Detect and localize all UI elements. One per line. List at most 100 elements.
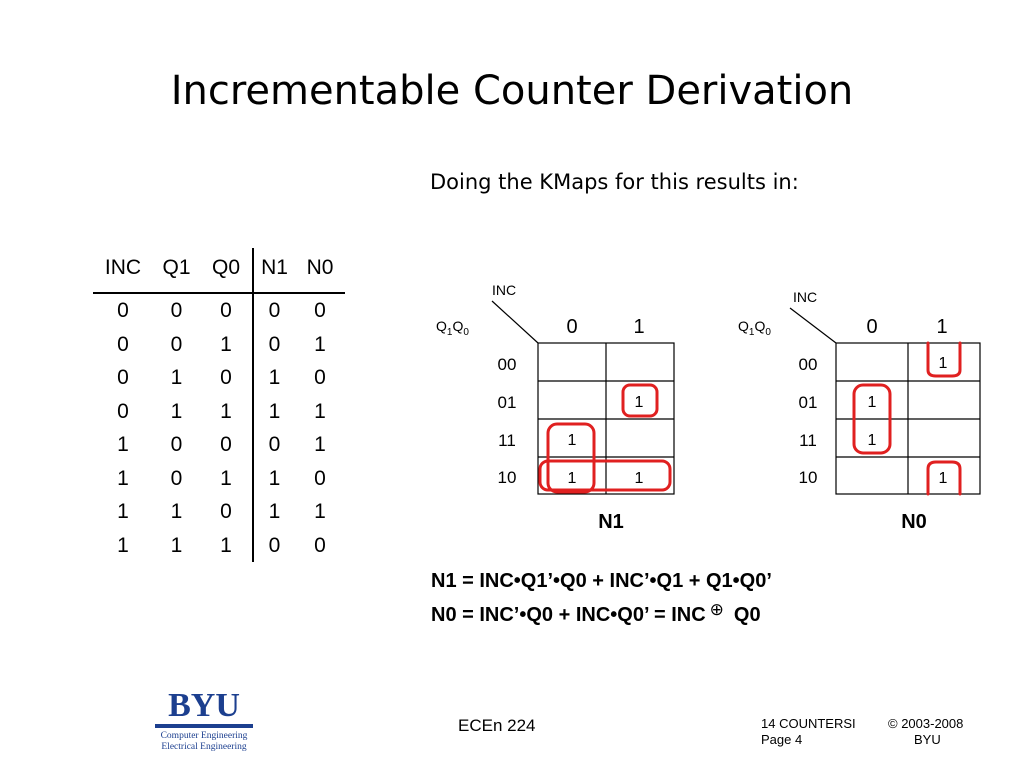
truth-table-cell: 0 [314, 533, 326, 557]
truth-table-cell: 1 [170, 399, 183, 423]
truth-table-header: N0 [295, 248, 345, 294]
kmap-n1-row-label: 10 [498, 468, 517, 487]
kmap-n1-cell: 1 [635, 394, 644, 411]
truth-table-cell: 1 [170, 533, 183, 557]
kmap-n0-col-label: 1 [936, 316, 947, 338]
kmap-n1-loops [538, 383, 672, 494]
equation-n1: N1 = INC•Q1’•Q0 + INC’•Q1 + Q1•Q0’ [431, 570, 772, 592]
page-number: Page 4 [761, 732, 803, 747]
truth-table-cell: 0 [170, 332, 183, 356]
logo-bar [155, 724, 253, 728]
truth-table-cell: 0 [170, 299, 183, 322]
truth-table-cell: 1 [200, 528, 254, 562]
kmap-n0-loop [926, 341, 962, 378]
kmap-n1-cell: 1 [635, 470, 644, 487]
truth-table-cell: 1 [117, 533, 129, 557]
truth-table-cell: 0 [200, 293, 254, 328]
kmap-n0-loops [852, 341, 962, 496]
kmap-n0-loop [852, 383, 892, 455]
kmap-n1-row-label: 11 [498, 431, 516, 450]
logo-text: BYU [168, 687, 240, 724]
truth-table-cell: 0 [117, 299, 129, 322]
kmap-n0-col-label: 0 [866, 316, 877, 338]
kmap-n1-content: INC Q1Q0 0 1 00 01 11 10 1 1 1 1 N1 [436, 282, 675, 533]
truth-table-cell: 1 [314, 433, 326, 456]
truth-table-cell: 1 [200, 394, 254, 428]
kmap-n0-loop [926, 460, 962, 496]
truth-table-cell: 1 [117, 466, 129, 490]
kmap-n0-cell: 1 [939, 470, 948, 487]
truth-table-cell: 1 [200, 327, 254, 361]
truth-table-header: INC [93, 248, 153, 294]
lecture-label: 14 COUNTERSI [761, 716, 856, 731]
truth-table-cell: 0 [314, 466, 326, 490]
equation-n0-suffix: Q0 [733, 604, 761, 626]
kmap-n1-corner-line [491, 300, 539, 344]
kmap-n0-cell: 1 [939, 355, 948, 372]
truth-table-cell: 0 [200, 361, 254, 395]
truth-table-cell: 1 [314, 399, 326, 423]
truth-table-cell: 1 [117, 500, 129, 523]
truth-table-cell: 0 [268, 433, 281, 456]
kmap-n1-cell: 1 [568, 432, 577, 449]
truth-table-cell: 0 [170, 433, 183, 456]
kmap-n1-col-var: INC [492, 282, 516, 298]
truth-table-cell: 1 [268, 366, 281, 389]
kmap-n0-grid [835, 342, 981, 495]
truth-table-header-row: INC Q1 Q0 N1 N0 [93, 248, 345, 294]
kmap-n0-row-label: 10 [799, 468, 818, 487]
kmap-n0-row-var: Q1Q0 [738, 318, 771, 338]
kmap-n1-row-label: 00 [498, 355, 517, 374]
kmap-n0-corner-line [789, 307, 837, 344]
truth-table-header: N1 [253, 248, 295, 294]
xor-icon: ⊕ [709, 600, 724, 619]
truth-table-cell: 1 [268, 399, 281, 423]
truth-table-cell: 1 [268, 500, 281, 523]
kmap-n0-row-label: 01 [799, 393, 818, 412]
kmap-n0-cell: 1 [868, 432, 877, 449]
equation-n0: N0 = INC’•Q0 + INC•Q0’ = INC⊕Q0 [431, 600, 761, 627]
kmap-n0: INC Q1Q0 0 1 00 01 11 10 1 1 1 1 N0 [738, 289, 981, 533]
footer-org: BYU [914, 732, 941, 747]
truth-table-cell: 0 [314, 366, 326, 389]
truth-table-cell: 0 [268, 299, 281, 322]
byu-logo: BYU Computer Engineering Electrical Engi… [155, 687, 253, 753]
kmap-n1-row-var: Q1Q0 [436, 318, 469, 338]
copyright: © 2003-2008 [888, 716, 964, 731]
truth-table-header: Q0 [200, 248, 254, 294]
truth-table-cell: 0 [268, 332, 281, 356]
kmap-n0-col-var: INC [793, 289, 817, 305]
logo-subtitle-1: Computer Engineering [160, 731, 248, 741]
truth-table-cell: 0 [117, 399, 129, 423]
logo-subtitle-2: Electrical Engineering [161, 742, 247, 752]
truth-table-cell: 0 [200, 428, 254, 462]
truth-table-cell: 0 [268, 533, 281, 557]
kmap-n1-cell: 1 [568, 470, 577, 487]
kmap-n1-loop [621, 383, 659, 418]
intro-text: Doing the KMaps for this results in: [430, 170, 799, 194]
truth-table-cell: 1 [314, 332, 326, 356]
kmap-n1-loop [538, 459, 672, 492]
kmap-n1-loop [546, 422, 596, 494]
course-label: ECEn 224 [458, 716, 536, 735]
kmap-n0-cell: 1 [868, 394, 877, 411]
kmap-n1-col-label: 0 [566, 316, 577, 338]
truth-table-cell: 0 [117, 366, 129, 389]
slide-title: Incrementable Counter Derivation [170, 68, 854, 114]
truth-table-cell: 0 [200, 495, 254, 529]
truth-table-cell: 1 [314, 500, 326, 523]
truth-table-cell: 1 [117, 433, 129, 456]
kmap-n1-grid [537, 342, 675, 495]
kmap-n1-col-label: 1 [633, 316, 644, 338]
truth-table-header: Q1 [153, 248, 200, 294]
